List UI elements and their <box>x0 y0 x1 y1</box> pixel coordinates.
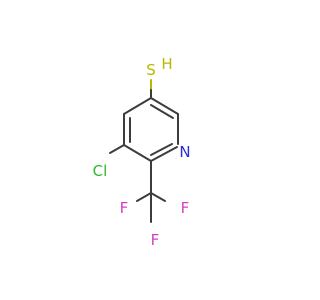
thiol-sulfur-label: S <box>146 61 156 79</box>
fluorine-label-left: F <box>120 199 129 217</box>
ring-nitrogen-label: N <box>179 143 190 161</box>
fluorine-label-bottom: F <box>151 231 160 249</box>
bond-c3-c2-inner <box>150 104 174 119</box>
bond-cf3-f1 <box>150 192 166 202</box>
bond-c3-c4 <box>123 97 152 115</box>
structure-canvas: S H N Cl F F F <box>93 55 191 249</box>
molecule-diagram: S H N Cl F F F <box>93 55 191 249</box>
chlorine-label: Cl <box>93 162 108 180</box>
thiol-hydrogen-label: H <box>161 55 172 73</box>
bond-c5-c6 <box>123 144 152 162</box>
bond-cf3-f2 <box>136 192 152 202</box>
bond-n1-c6-inner <box>150 143 173 156</box>
fluorine-label-top: F <box>181 199 190 217</box>
bond-c3-c2 <box>150 97 179 115</box>
bonds <box>109 79 179 223</box>
bond-n1-c6 <box>150 146 178 162</box>
bond-c5-cl <box>109 144 125 154</box>
